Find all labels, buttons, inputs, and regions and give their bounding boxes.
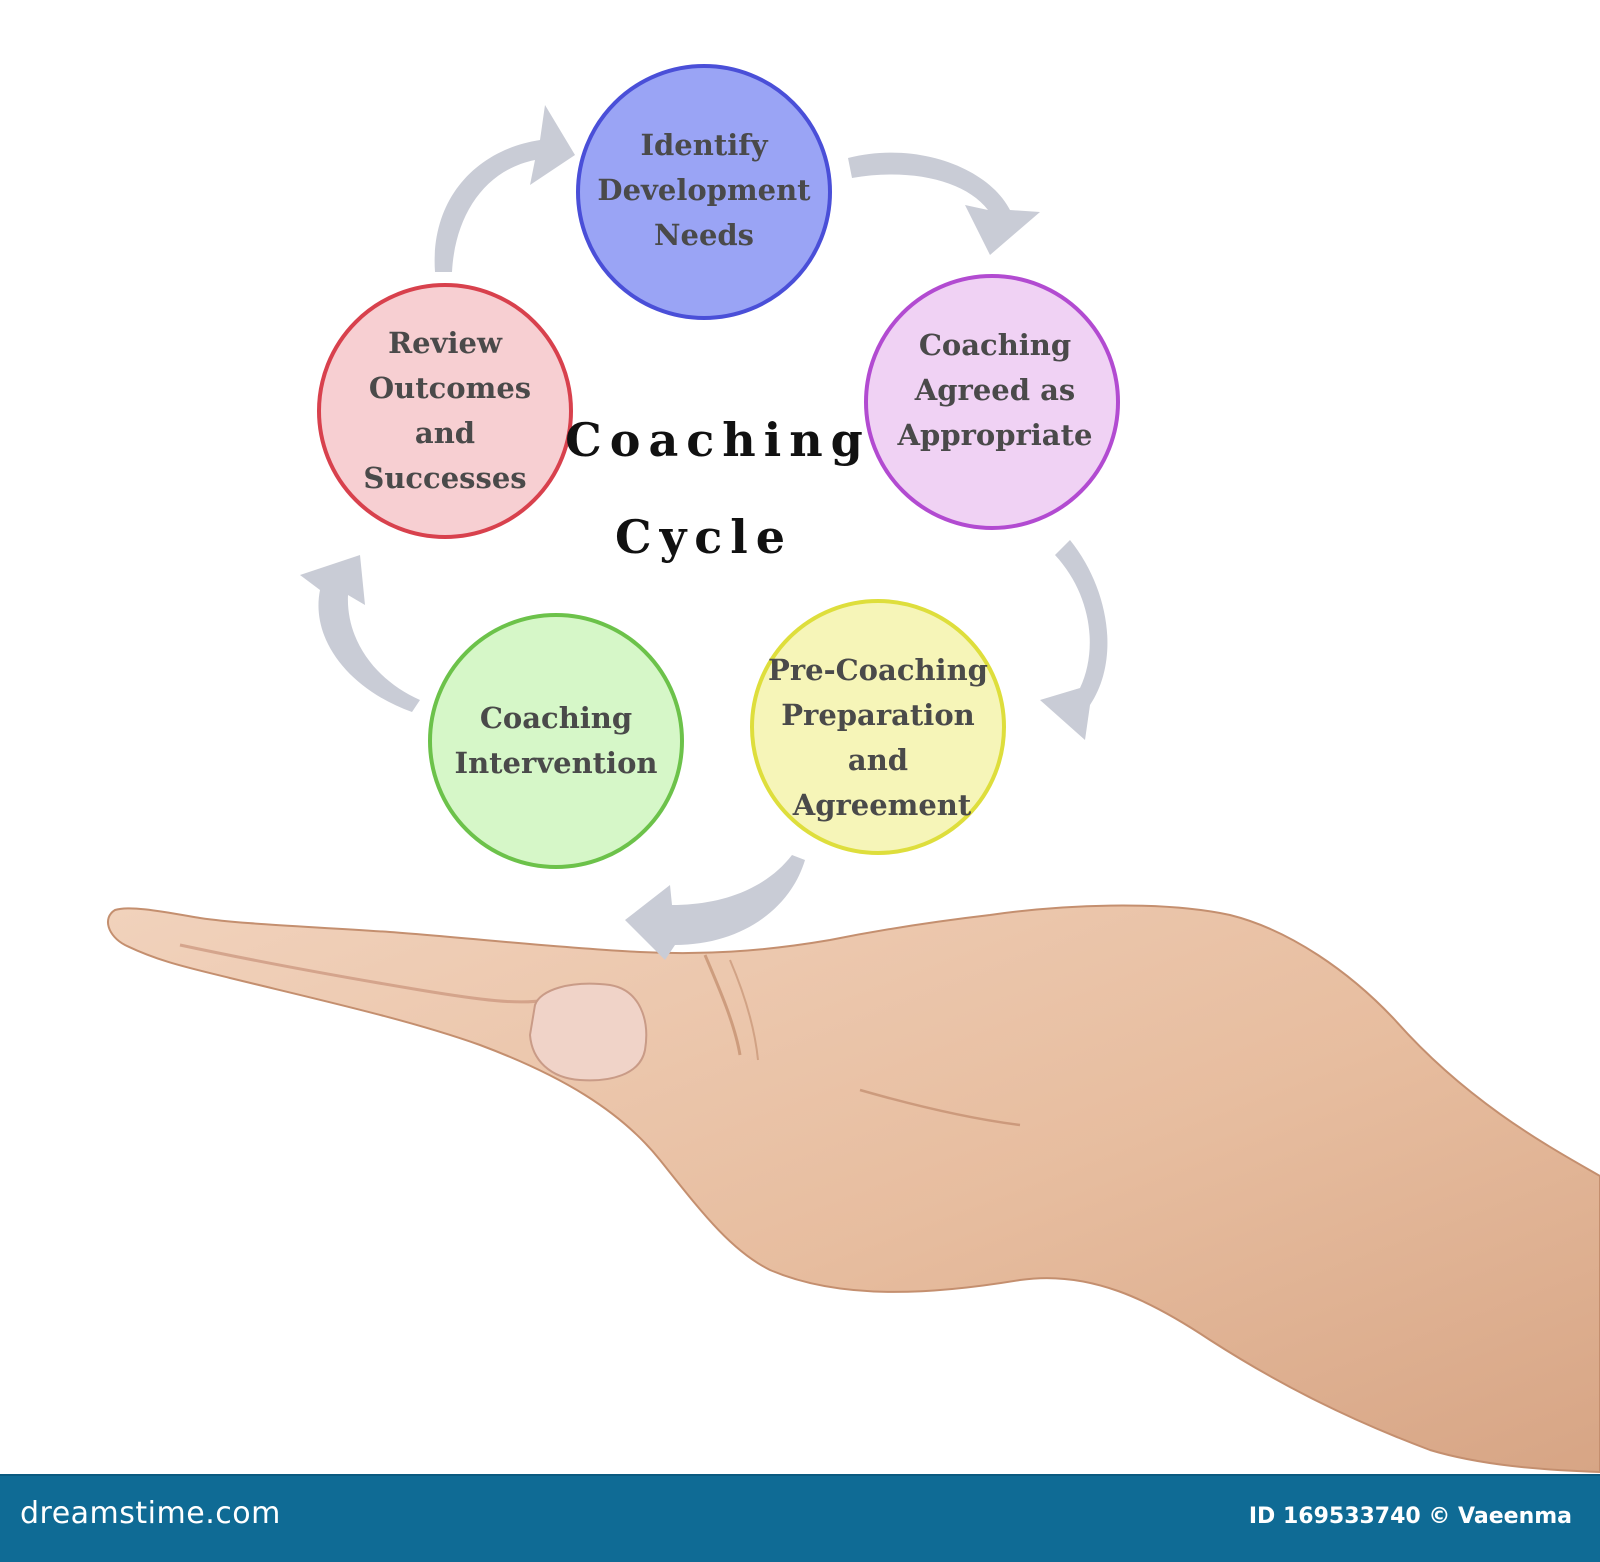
image-credit: ID 169533740 © Vaeenma (1248, 1504, 1572, 1529)
step-coaching-intervention: Coaching Intervention (428, 613, 684, 869)
step-review-outcomes: Review Outcomes and Successes (317, 283, 573, 539)
step-label-line: Agreement (792, 788, 972, 822)
diagram-title-line-2: Cycle (615, 510, 793, 564)
step-circle (576, 64, 832, 320)
step-label-line: Coaching (480, 701, 632, 735)
step-label-line: Successes (363, 461, 526, 495)
step-identify-development-needs: Identify Development Needs (576, 64, 832, 320)
step-pre-coaching-preparation: Pre-Coaching Preparation and Agreement (750, 599, 1006, 855)
step-label-line: Needs (654, 218, 754, 252)
arrow-icon (1040, 540, 1108, 740)
step-label-line: Review (388, 326, 503, 360)
thumbnail-icon (528, 982, 648, 1082)
arrow-icon (848, 152, 1040, 255)
step-label-line: Agreed as (914, 373, 1075, 407)
step-coaching-agreed: Coaching Agreed as Appropriate (864, 274, 1120, 530)
step-label-line: Identify (640, 128, 768, 162)
step-label-line: Coaching (919, 328, 1071, 362)
diagram-title-line-1: Coaching (565, 413, 871, 467)
step-circle (750, 599, 1006, 855)
step-label-line: Outcomes (369, 371, 531, 405)
step-label-line: Appropriate (897, 418, 1093, 452)
open-palm-hand (106, 904, 1600, 1474)
step-label-line: Development (597, 173, 811, 207)
step-label-line: Pre-Coaching (768, 653, 988, 687)
step-circle (317, 283, 573, 539)
step-label-line: and (848, 743, 908, 777)
step-circle (864, 274, 1120, 530)
arrow-icon (625, 855, 805, 960)
step-circle (428, 613, 684, 869)
arrow-icon (300, 555, 420, 712)
coaching-cycle-diagram: Identify Development Needs Coaching Agre… (106, 64, 1600, 1474)
step-label-line: and (415, 416, 475, 450)
step-label-line: Intervention (455, 746, 658, 780)
step-label-line: Preparation (781, 698, 975, 732)
brand-logo-text: dreamstime.com (20, 1496, 281, 1531)
cycle-arrows (300, 105, 1108, 960)
watermark-footer-bar: dreamstime.com ID 169533740 © Vaeenma (0, 1474, 1600, 1562)
arrow-icon (434, 105, 575, 272)
